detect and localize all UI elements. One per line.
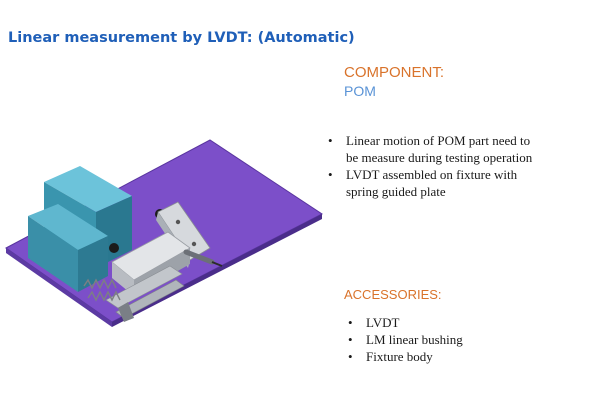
base-plate-edge	[6, 248, 112, 327]
spring	[83, 278, 121, 302]
screw	[175, 219, 181, 225]
component-heading: COMPONENT:	[344, 64, 445, 81]
carriage-front	[112, 262, 134, 296]
accessories-item: Fixture body	[346, 348, 463, 365]
accessories-list: LVDT LM linear bushing Fixture body	[346, 314, 463, 365]
knob	[109, 243, 119, 253]
bushing	[118, 302, 134, 322]
teal-block-front	[28, 216, 78, 292]
rail	[115, 279, 185, 319]
teal-block-top	[44, 166, 132, 212]
accessories-heading: ACCESSORIES:	[344, 287, 442, 302]
accessories-item: LVDT	[346, 314, 463, 331]
teal-block-side	[78, 236, 108, 292]
lvdt-body	[183, 249, 215, 265]
component-value: POM	[344, 83, 376, 99]
teal-block-top	[28, 204, 108, 250]
accessories-item: LM linear bushing	[346, 331, 463, 348]
screw	[191, 241, 197, 247]
fixture-illustration	[5, 139, 323, 327]
rail	[105, 265, 183, 309]
slide-title: Linear measurement by LVDT: (Automatic)	[8, 30, 355, 46]
base-plate-edge	[112, 214, 322, 327]
lvdt-probe-tip	[211, 261, 223, 267]
